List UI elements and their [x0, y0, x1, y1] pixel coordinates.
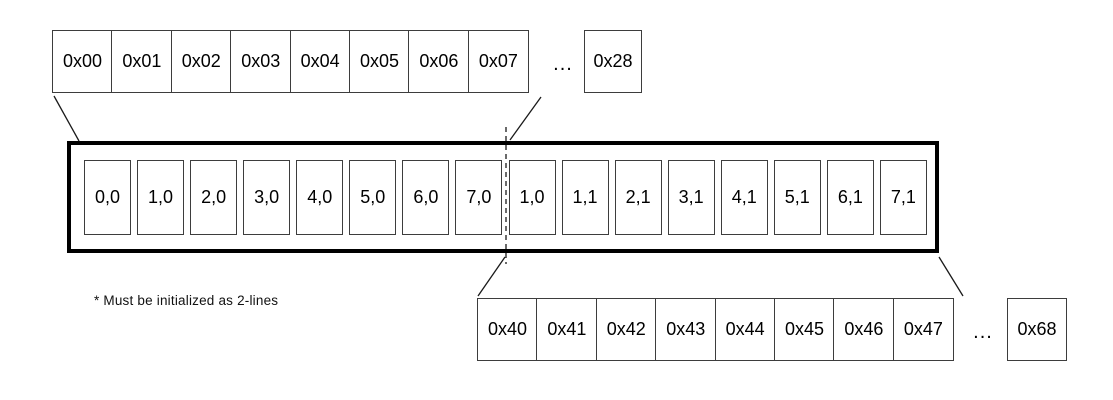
footnote: * Must be initialized as 2-lines — [94, 293, 279, 308]
cache-cell: 2,1 — [614, 159, 662, 235]
ellipsis-bottom: ... — [973, 320, 993, 343]
cache-cell: 6,1 — [826, 159, 874, 235]
cache-cell: 5,0 — [349, 159, 397, 235]
address-row-top: 0x00 0x01 0x02 0x03 0x04 0x05 0x06 0x07 — [52, 30, 529, 93]
address-row-bottom: 0x40 0x41 0x42 0x43 0x44 0x45 0x46 0x47 — [477, 298, 954, 361]
address-cell: 0x43 — [655, 298, 717, 361]
address-cell: 0x46 — [833, 298, 895, 361]
connector-top-left-line — [53, 95, 80, 142]
address-cell-end-bottom: 0x68 — [1007, 298, 1067, 361]
connector-top-right-line — [509, 96, 542, 141]
cache-cell: 3,0 — [243, 159, 291, 235]
address-cell: 0x05 — [349, 30, 411, 93]
address-cell: 0x41 — [536, 298, 598, 361]
ellipsis-top: ... — [553, 52, 573, 75]
cache-cell: 1,1 — [561, 159, 609, 235]
cache-cell: 6,0 — [402, 159, 450, 235]
cache-cell: 7,0 — [455, 159, 503, 235]
address-cell: 0x42 — [595, 298, 657, 361]
cache-cell: 5,1 — [773, 159, 821, 235]
address-cell: 0x03 — [230, 30, 292, 93]
cache-cell: 4,1 — [720, 159, 768, 235]
address-cell: 0x04 — [289, 30, 351, 93]
address-cell-end-top: 0x28 — [584, 30, 642, 93]
address-cell: 0x45 — [774, 298, 836, 361]
cache-line-box: 0,0 1,0 2,0 3,0 4,0 5,0 6,0 7,0 1,0 1,1 … — [67, 141, 939, 253]
cache-cell: 1,0 — [137, 159, 185, 235]
address-cell: 0x00 — [52, 30, 113, 93]
address-cell: 0x40 — [477, 298, 538, 361]
cache-cell: 2,0 — [190, 159, 238, 235]
address-cell: 0x07 — [467, 30, 529, 93]
cache-cell: 3,1 — [667, 159, 715, 235]
address-cell: 0x44 — [714, 298, 776, 361]
cache-cell: 4,0 — [296, 159, 344, 235]
address-cell: 0x06 — [408, 30, 470, 93]
cache-cell: 0,0 — [84, 159, 131, 235]
connector-bottom-left-line — [477, 256, 506, 297]
address-cell: 0x01 — [111, 30, 173, 93]
address-cell: 0x02 — [170, 30, 232, 93]
cache-cell: 1,0 — [508, 159, 556, 235]
connector-bottom-right-line — [938, 256, 964, 297]
cache-cell: 7,1 — [879, 159, 927, 235]
address-cell: 0x47 — [892, 298, 954, 361]
